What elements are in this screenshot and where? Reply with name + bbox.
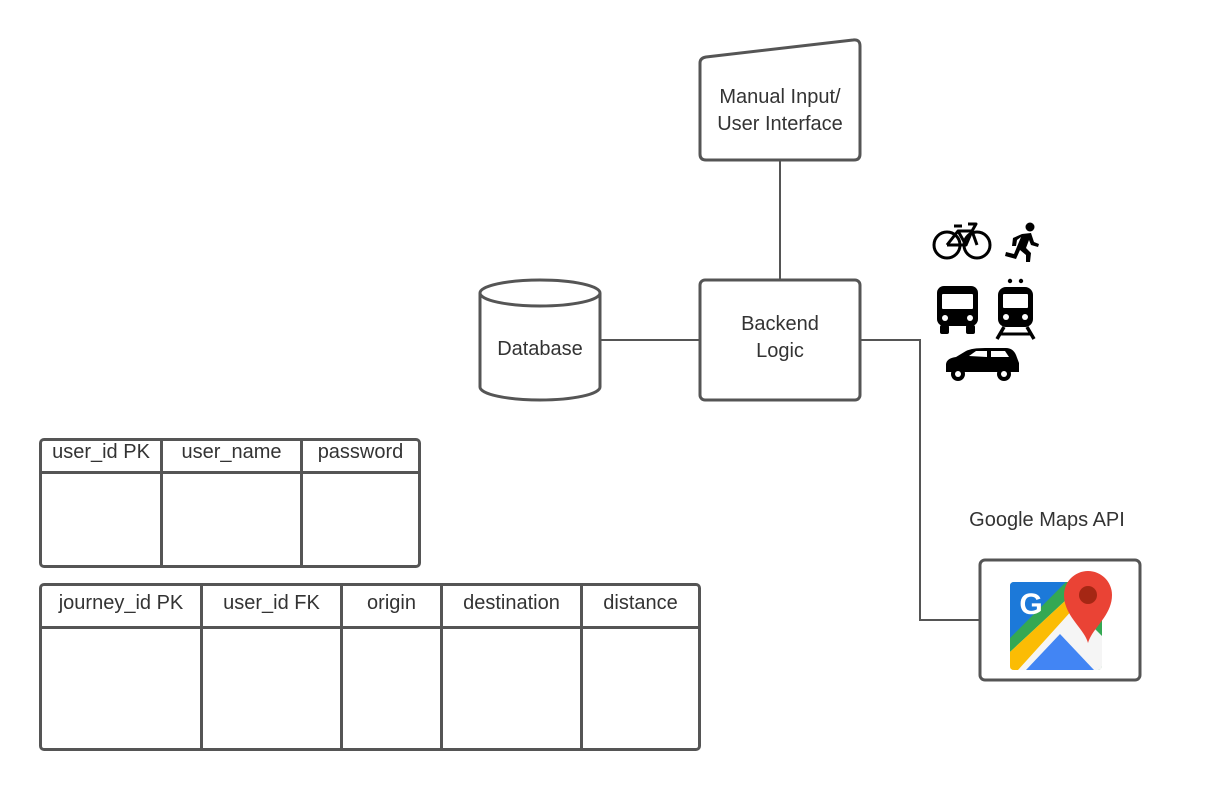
manual-input-label: Manual Input/ User Interface: [700, 84, 860, 138]
google-maps-label: Google Maps API: [969, 509, 1125, 531]
users-column-header: password: [303, 441, 418, 474]
journeys-column: distance: [583, 586, 698, 748]
svg-text:G: G: [1019, 588, 1042, 621]
users-column: password: [303, 441, 418, 565]
journeys-column-header: destination: [443, 586, 580, 629]
journeys-column: journey_id PK: [42, 586, 203, 748]
users-column: user_name: [163, 441, 303, 565]
database-shape: [478, 278, 602, 402]
journeys-column-header: user_id FK: [203, 586, 340, 629]
backend-label: Backend Logic: [700, 311, 860, 365]
journeys-column-header: journey_id PK: [42, 586, 200, 629]
connector-backend-maps: [860, 339, 980, 621]
backend-label-line2: Logic: [756, 340, 804, 362]
manual-input-shape: [698, 38, 862, 162]
users-column-header: user_id PK: [42, 441, 160, 474]
journeys-column: user_id FK: [203, 586, 343, 748]
database-label: Database: [497, 338, 583, 360]
journeys-table: journey_id PK user_id FK origin destinat…: [39, 583, 701, 751]
running-person-icon: [1005, 222, 1039, 262]
journeys-column: destination: [443, 586, 583, 748]
manual-input-label-line2: User Interface: [717, 113, 843, 135]
bus-icon: [937, 286, 978, 334]
backend-shape: [698, 278, 862, 402]
users-column-header: user_name: [163, 441, 300, 474]
car-icon: [946, 348, 1019, 381]
manual-input-label-line1: Manual Input/: [719, 86, 841, 108]
journeys-column-header: origin: [343, 586, 440, 629]
backend-label-line1: Backend: [741, 313, 819, 335]
journeys-column-header: distance: [583, 586, 698, 629]
bicycle-icon: [932, 222, 992, 260]
users-column: user_id PK: [42, 441, 163, 565]
journeys-column: origin: [343, 586, 443, 748]
train-icon: [995, 278, 1036, 340]
users-table: user_id PK user_name password: [39, 438, 421, 568]
google-maps-logo: G: [1010, 571, 1112, 670]
